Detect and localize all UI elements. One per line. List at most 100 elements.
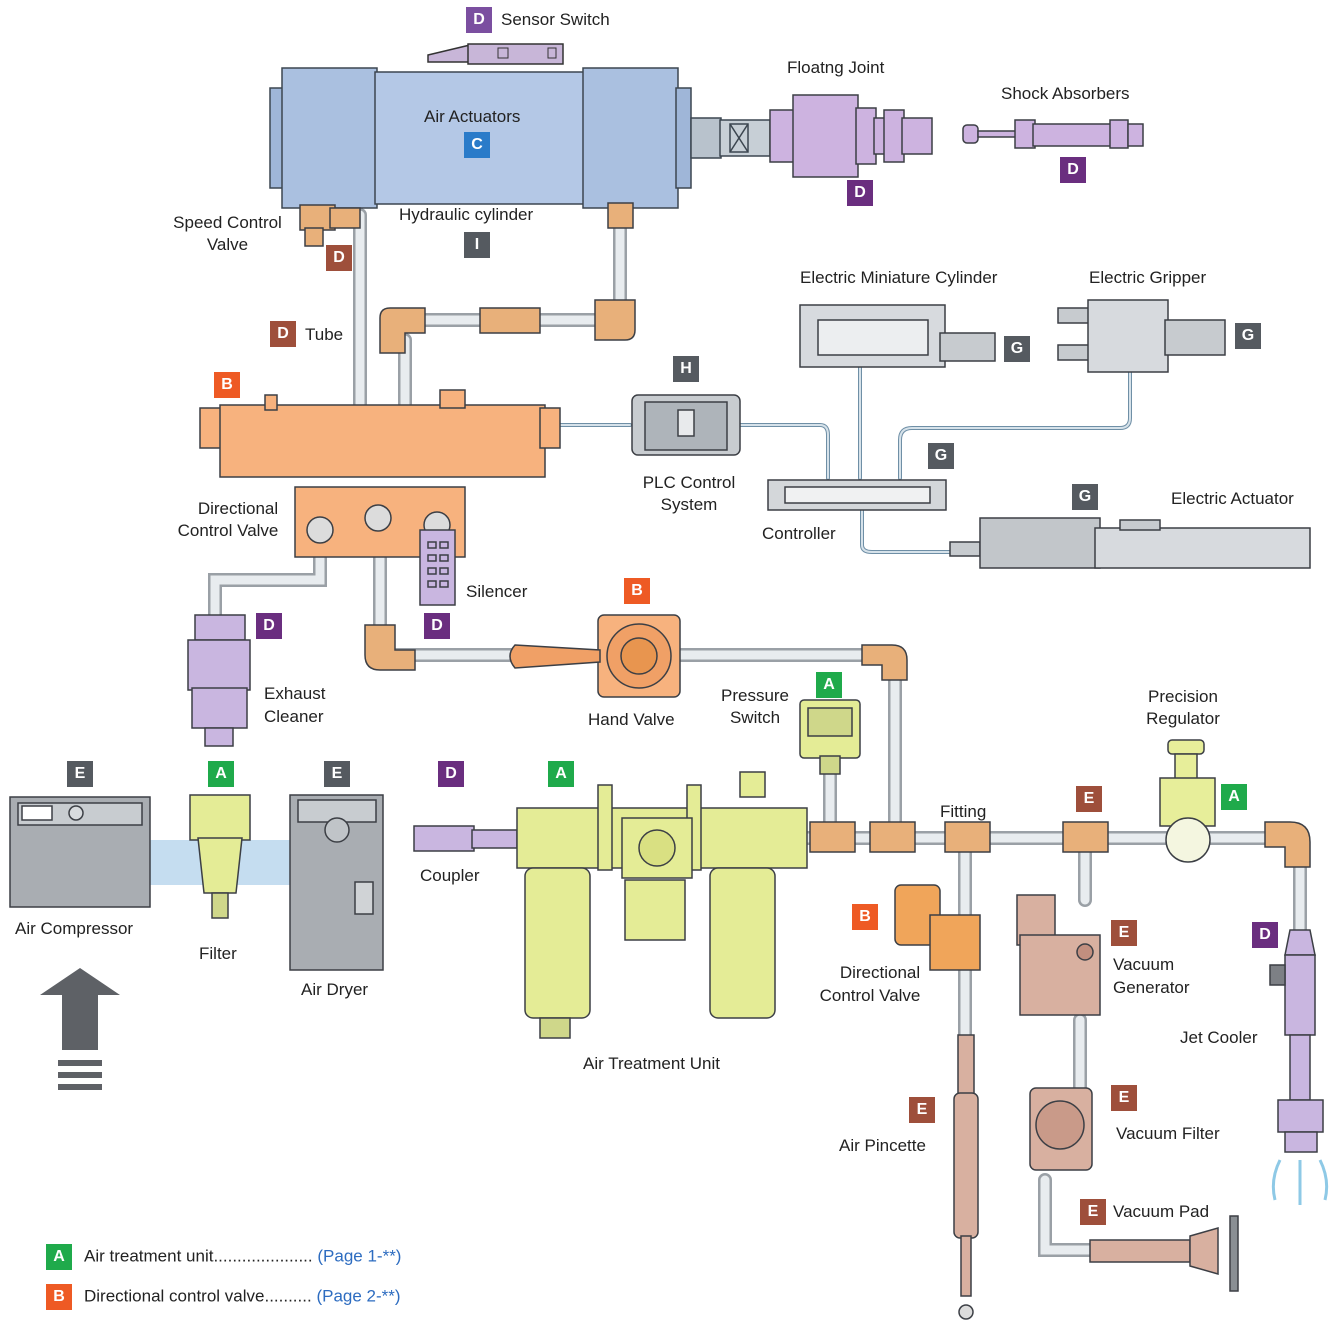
- plc-graphic: [632, 395, 740, 455]
- label-controller: Controller: [762, 523, 836, 545]
- label-exhaust-2: Cleaner: [264, 706, 324, 728]
- badge-d-jet-cooler: D: [1252, 922, 1278, 948]
- exhaust-cleaner-graphic: [188, 615, 250, 746]
- legend-row-b: B Directional control valve.......... (Pa…: [46, 1284, 401, 1310]
- label-dcv2-1: Directional: [810, 962, 950, 984]
- badge-a-regulator: A: [1221, 784, 1247, 810]
- controller-graphic: [768, 480, 946, 510]
- pressure-switch-graphic: [800, 700, 860, 774]
- badge-i-hydraulic: I: [464, 232, 490, 258]
- badge-h-plc: H: [673, 356, 699, 382]
- electric-mini-cylinder-graphic: [800, 305, 995, 367]
- badge-a-filter: A: [208, 761, 234, 787]
- label-dcv2-2: Control Valve: [800, 985, 940, 1007]
- label-exhaust-1: Exhaust: [264, 683, 325, 705]
- air-pincette-graphic: [954, 1035, 978, 1319]
- label-jet-cooler: Jet Cooler: [1180, 1027, 1257, 1049]
- label-filter: Filter: [199, 943, 237, 965]
- badge-e-compressor: E: [67, 761, 93, 787]
- label-hand-valve: Hand Valve: [588, 709, 675, 731]
- label-coupler: Coupler: [420, 865, 480, 887]
- label-air-treatment-unit: Air Treatment Unit: [583, 1053, 720, 1075]
- label-precision-2: Regulator: [1133, 708, 1233, 730]
- sensor-switch-graphic: [428, 44, 563, 64]
- badge-d-coupler: D: [438, 761, 464, 787]
- vacuum-generator-graphic: [1017, 895, 1100, 1015]
- hand-valve-graphic: [510, 615, 680, 697]
- badge-e-fitting: E: [1076, 786, 1102, 812]
- label-pressure-1: Pressure: [705, 685, 805, 707]
- legend-text-b: Directional control valve..........: [84, 1286, 312, 1305]
- label-air-actuators: Air Actuators: [424, 106, 520, 128]
- badge-e-air-pincette: E: [909, 1097, 935, 1123]
- label-speed-control-2: Valve: [160, 234, 295, 256]
- legend-badge-a: A: [46, 1244, 72, 1270]
- precision-regulator-graphic: [1160, 740, 1215, 862]
- label-vacuum-gen-1: Vacuum: [1113, 954, 1174, 976]
- air-dryer-graphic: [290, 795, 383, 970]
- badge-a-air-treatment: A: [548, 761, 574, 787]
- badge-d-speed-control: D: [326, 245, 352, 271]
- legend-row-a: A Air treatment unit.....................…: [46, 1244, 401, 1270]
- speed-control-valve-graphic: [300, 205, 360, 246]
- label-shock-absorbers: Shock Absorbers: [1001, 83, 1130, 105]
- label-air-compressor: Air Compressor: [15, 918, 133, 940]
- shock-absorber-graphic: [963, 120, 1143, 148]
- label-vacuum-filter: Vacuum Filter: [1116, 1123, 1220, 1145]
- vacuum-pad-graphic: [1090, 1216, 1238, 1291]
- label-plc-2: System: [629, 494, 749, 516]
- badge-g-mini-cylinder: G: [1004, 336, 1030, 362]
- badge-e-vacuum-filter: E: [1111, 1085, 1137, 1111]
- label-air-dryer: Air Dryer: [301, 979, 368, 1001]
- badge-d-exhaust: D: [256, 613, 282, 639]
- badge-a-pressure-switch: A: [816, 672, 842, 698]
- label-hydraulic-cylinder: Hydraulic cylinder: [399, 204, 533, 226]
- air-actuator-graphic: [270, 68, 770, 208]
- label-vacuum-pad: Vacuum Pad: [1113, 1201, 1209, 1223]
- label-vacuum-gen-2: Generator: [1113, 977, 1190, 999]
- badge-d-shock-absorbers: D: [1060, 157, 1086, 183]
- badge-c-air-actuators: C: [464, 132, 490, 158]
- jet-cooler-graphic: [1270, 930, 1327, 1205]
- badge-g-electric-actuator: G: [1072, 484, 1098, 510]
- label-sensor-switch: Sensor Switch: [501, 9, 610, 31]
- label-plc-1: PLC Control: [629, 472, 749, 494]
- badge-d-floating-joint: D: [847, 180, 873, 206]
- electric-gripper-graphic: [1058, 300, 1225, 372]
- badge-b-hand-valve: B: [624, 578, 650, 604]
- badge-e-vacuum-pad: E: [1080, 1199, 1106, 1225]
- floating-joint-graphic: [770, 95, 932, 177]
- label-precision-1: Precision: [1133, 686, 1233, 708]
- badge-g-gripper: G: [1235, 323, 1261, 349]
- electric-actuator-graphic: [950, 518, 1310, 568]
- badge-d-silencer: D: [424, 613, 450, 639]
- badge-d-tube: D: [270, 321, 296, 347]
- legend-link-b[interactable]: (Page 2-**): [316, 1286, 400, 1305]
- legend-badge-b: B: [46, 1284, 72, 1310]
- legend-link-a[interactable]: (Page 1-**): [317, 1246, 401, 1265]
- label-air-pincette: Air Pincette: [839, 1135, 926, 1157]
- badge-d-sensor-switch: D: [466, 7, 492, 33]
- label-floating-joint: Floatng Joint: [787, 57, 884, 79]
- airflow-arrow-graphic: [40, 968, 120, 1090]
- air-treatment-unit-graphic: [517, 772, 807, 1038]
- label-electric-mini-cylinder: Electric Miniature Cylinder: [800, 267, 997, 289]
- badge-g-controller: G: [928, 443, 954, 469]
- label-fitting: Fitting: [940, 801, 986, 823]
- label-pressure-2: Switch: [705, 707, 805, 729]
- label-electric-gripper: Electric Gripper: [1089, 267, 1206, 289]
- vacuum-filter-graphic: [1030, 1088, 1092, 1170]
- label-dcv-2: Control Valve: [158, 520, 298, 542]
- legend-text-a: Air treatment unit.....................: [84, 1246, 313, 1265]
- badge-e-vacuum-gen: E: [1111, 920, 1137, 946]
- label-electric-actuator: Electric Actuator: [1171, 488, 1294, 510]
- badge-b-dcv-second: B: [852, 904, 878, 930]
- label-speed-control-1: Speed Control: [160, 212, 295, 234]
- silencer-graphic: [420, 530, 455, 605]
- label-silencer: Silencer: [466, 581, 527, 603]
- coupler-graphic: [414, 826, 517, 851]
- label-dcv-1: Directional: [168, 498, 308, 520]
- label-tube: Tube: [305, 324, 343, 346]
- badge-b-dcv-main: B: [214, 372, 240, 398]
